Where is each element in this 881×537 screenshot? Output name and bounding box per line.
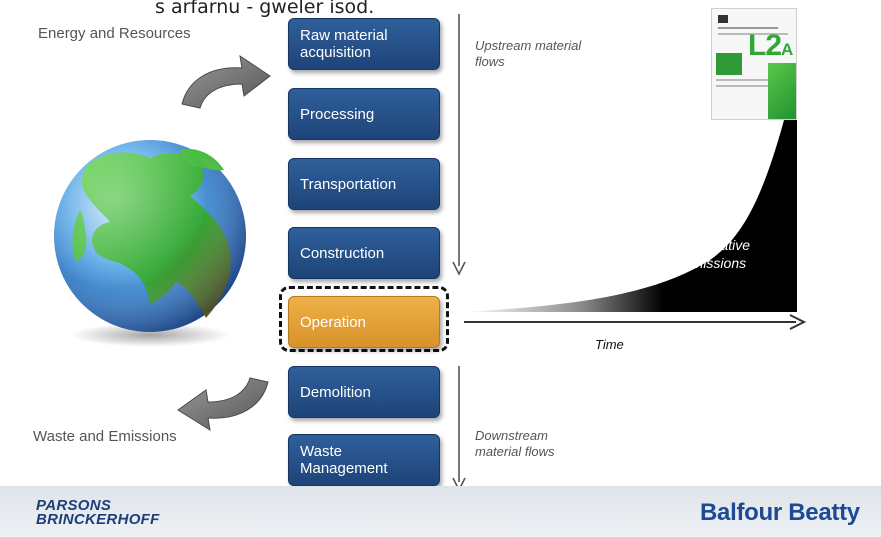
upstream-flows-label: Upstream material flows [475,38,581,70]
cumulative-emissions-label: Cumulative emissions [660,236,770,272]
balfour-beatty-logo: Balfour Beatty [700,499,860,526]
input-curved-arrow-icon [181,54,271,109]
globe-icon [54,140,246,347]
logo-line: PARSONS [36,497,112,514]
cumulative-emissions-line: Cumulative [679,237,751,253]
stage-construction: Construction [288,227,440,279]
doc-mark-sub: A [781,40,793,59]
operation-highlight-frame [279,286,449,352]
cumulative-emissions-line: emissions [683,255,747,271]
stage-label-line: Management [300,460,388,477]
logo-line: BRINCKERHOFF [36,511,160,528]
time-axis-arrow [464,314,807,330]
downstream-arrow-icon [452,366,466,492]
doc-rule [718,27,778,29]
downstream-flows-line: material flows [475,444,555,459]
stage-processing: Processing [288,88,440,140]
stage-label-line: Raw material [300,27,388,44]
stage-label: Demolition [300,383,371,401]
stage-label: Operation [300,313,366,331]
stage-label: Transportation [300,175,397,193]
doc-green-band [768,63,796,119]
doc-mark: L2 [748,29,782,62]
upstream-flows-line: Upstream material [475,38,582,53]
stage-waste-management: Waste Management [288,434,440,486]
stage-demolition: Demolition [288,366,440,418]
cumulative-emissions-area [464,70,797,312]
footer-bar [0,486,881,537]
stage-label-line: Waste [300,443,342,460]
cropped-header-text: s arfarnu - gweler isod. [155,0,375,18]
crest-icon [718,15,728,23]
stage-label: Construction [300,244,385,262]
doc-green-block [716,53,742,75]
doc-rule [716,85,776,87]
stage-operation: Operation [288,296,440,348]
doc-rule [718,33,788,35]
stage-label: Processing [300,105,375,123]
stage-raw-material-acquisition: Raw material acquisition [288,18,440,70]
energy-resources-label: Energy and Resources [38,25,191,42]
upstream-flows-line: flows [475,54,505,69]
waste-emissions-label: Waste and Emissions [33,428,177,445]
upstream-arrow-icon [452,14,466,276]
output-curved-arrow-icon [177,377,269,432]
doc-rule [716,79,794,81]
doc-title-mark: L2A [748,29,793,63]
stage-transportation: Transportation [288,158,440,210]
stage-label: Raw material acquisition [300,27,388,61]
downstream-flows-label: Downstream material flows [475,428,554,460]
parsons-brinckerhoff-logo: PARSONS BRINCKERHOFF [36,497,160,528]
time-axis-label: Time [595,337,624,352]
downstream-flows-line: Downstream [475,428,548,443]
approved-document-thumbnail: L2A [711,8,797,120]
stage-label-line: acquisition [300,44,371,61]
stage-label: Waste Management [300,443,388,477]
